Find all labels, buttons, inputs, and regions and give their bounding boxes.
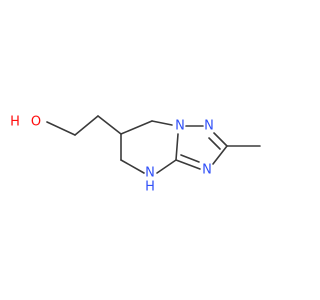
bond-c8a-n4 xyxy=(156,159,177,174)
bond-n3-c8a-double xyxy=(180,154,200,163)
bond-n1-c8a xyxy=(175,133,179,161)
molecule-structure-diagram: H O N N N N H xyxy=(10,115,261,195)
atom-label-n2: N xyxy=(204,119,214,134)
atom-label-oxygen: O xyxy=(31,115,41,130)
bond-o-c xyxy=(46,121,76,136)
bond-c6-c7 xyxy=(120,120,153,135)
bond-n4-c5 xyxy=(120,159,145,174)
atom-label-n3: N xyxy=(202,163,212,178)
bond-n2-c2 xyxy=(213,132,228,147)
atom-label-n1: N xyxy=(175,119,185,134)
bond-c2-n3 xyxy=(212,145,228,165)
bond-c7-n1 xyxy=(151,120,173,126)
atom-label-n4: N xyxy=(145,166,155,181)
bond-n3-c8a xyxy=(175,159,201,170)
bond-c-c-chain xyxy=(74,115,99,136)
atom-label-hydroxyl-hydrogen: H xyxy=(10,115,20,130)
bonds xyxy=(46,115,261,174)
bond-chain-to-ring xyxy=(97,115,122,135)
bond-n2-c2-double xyxy=(208,137,221,150)
atom-label-n4-hydrogen: H xyxy=(145,180,155,195)
atom-labels: H O N N N N H xyxy=(10,115,214,195)
